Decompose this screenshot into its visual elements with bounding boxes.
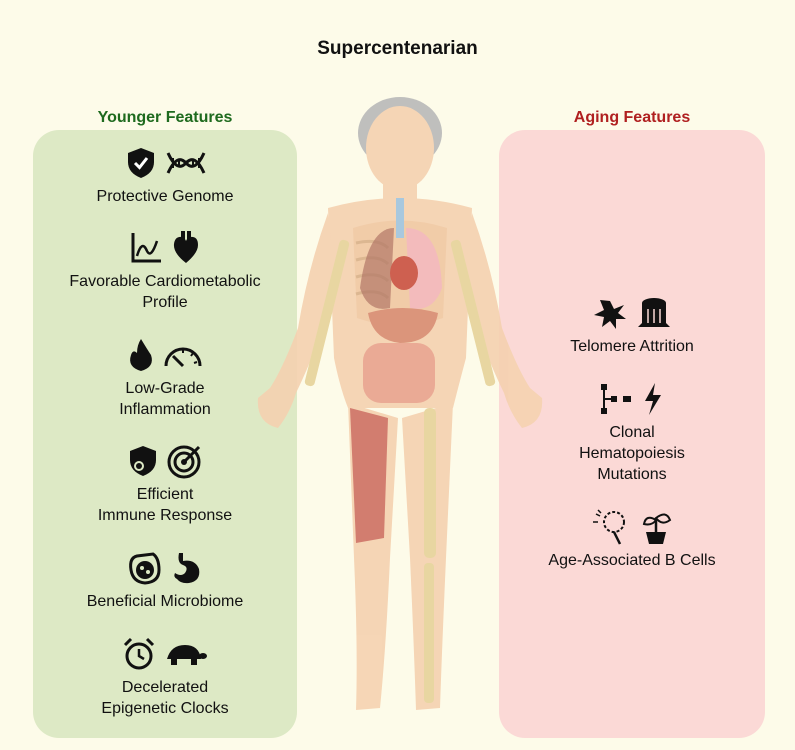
feature-label: Decelerated Epigenetic Clocks [101, 679, 229, 717]
dna-icon [166, 152, 206, 174]
feature-decelerated-epigenetic-clocks: Decelerated Epigenetic Clocks [33, 635, 297, 719]
younger-features-panel [33, 130, 297, 738]
gauge-icon [164, 347, 202, 368]
feature-cardiometabolic-profile: Favorable Cardiometabolic Profile [33, 229, 297, 313]
target-icon [167, 445, 201, 479]
feature-label: Beneficial Microbiome [86, 593, 244, 610]
aging-features-panel [499, 130, 765, 738]
feature-telomere-attrition: Telomere Attrition [500, 294, 764, 357]
feature-beneficial-microbiome: Beneficial Microbiome [33, 549, 297, 612]
line-chart-icon [131, 233, 161, 263]
diagram-title: Supercentenarian [317, 38, 478, 59]
stomach-icon [174, 553, 200, 584]
feature-efficient-immune-response: Efficient Immune Response [33, 442, 297, 526]
hand-microbe-icon [129, 552, 161, 585]
feature-label: Favorable Cardiometabolic Profile [69, 273, 261, 311]
feature-label: Low-Grade Inflammation [119, 380, 211, 418]
alarm-clock-icon [123, 637, 155, 670]
feature-label: Clonal Hematopoiesis Mutations [579, 424, 685, 483]
dandelion-icon [593, 509, 625, 545]
shield-virus-icon [130, 446, 156, 476]
feature-age-associated-b-cells: Age-Associated B Cells [500, 508, 764, 571]
heart-icon [173, 231, 198, 263]
feature-label: Efficient Immune Response [97, 486, 233, 524]
feature-label: Protective Genome [96, 188, 234, 205]
flame-icon [130, 339, 152, 371]
feature-protective-genome: Protective Genome [33, 144, 297, 207]
feature-label: Age-Associated B Cells [548, 552, 716, 569]
feature-clonal-hematopoiesis-mutations: Clonal Hematopoiesis Mutations [500, 380, 764, 485]
tree-stump-icon [638, 298, 670, 327]
turtle-icon [167, 645, 207, 665]
hierarchy-icon [601, 384, 631, 414]
shield-check-icon [128, 148, 154, 178]
younger-features-heading: Younger Features [97, 109, 233, 126]
feature-low-grade-inflammation: Low-Grade Inflammation [33, 336, 297, 420]
feature-label: Telomere Attrition [570, 338, 694, 355]
aging-features-heading: Aging Features [573, 109, 691, 126]
human-body-illustration [257, 97, 543, 710]
splat-icon [594, 300, 626, 329]
wilted-plant-icon [642, 513, 672, 544]
lightning-icon [645, 383, 661, 415]
